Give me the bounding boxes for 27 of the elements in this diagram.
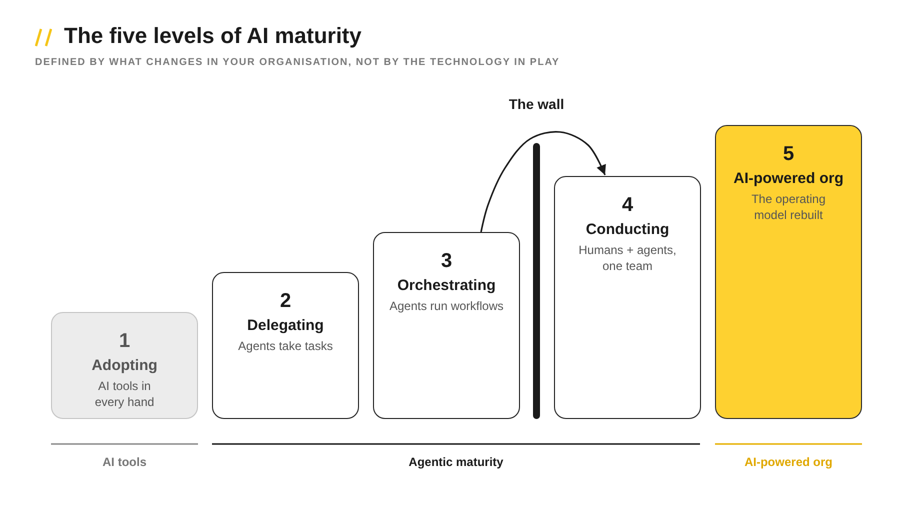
level-description: Agents run workflows: [388, 298, 505, 314]
level-card: [51, 312, 198, 419]
level-card: [373, 232, 520, 419]
level-card: [715, 125, 862, 419]
level-description: Humans + agents, one team: [578, 242, 678, 274]
level-number: 1: [118, 329, 132, 353]
subtitle: DEFINED BY WHAT CHANGES IN YOUR ORGANISATION, NOT BY THE TECHNOLOGY IN PLAY: [35, 56, 560, 70]
level-title: Delegating: [246, 316, 325, 336]
level-description: Agents take tasks: [237, 338, 334, 354]
phase-label: AI tools: [102, 454, 148, 470]
wall-label: The wall: [508, 95, 566, 113]
level-title: Orchestrating: [396, 276, 497, 296]
diagram-title: The five levels of AI maturity: [64, 22, 362, 50]
level-number: 2: [278, 289, 292, 313]
level-description: The operating model rebuilt: [750, 191, 827, 223]
level-number: 5: [782, 142, 796, 166]
level-title: Adopting: [90, 356, 158, 376]
phase-label: AI-powered org: [743, 454, 834, 470]
level-title: AI-powered org: [732, 169, 844, 189]
level-card: [212, 272, 359, 419]
level-number: 4: [620, 193, 634, 217]
level-description: AI tools in every hand: [94, 378, 156, 410]
phase-label: Agentic maturity: [408, 454, 504, 470]
level-title: Conducting: [584, 220, 670, 240]
curved-arrow: [480, 131, 606, 232]
level-number: 3: [440, 249, 454, 273]
level-card: [554, 176, 701, 419]
